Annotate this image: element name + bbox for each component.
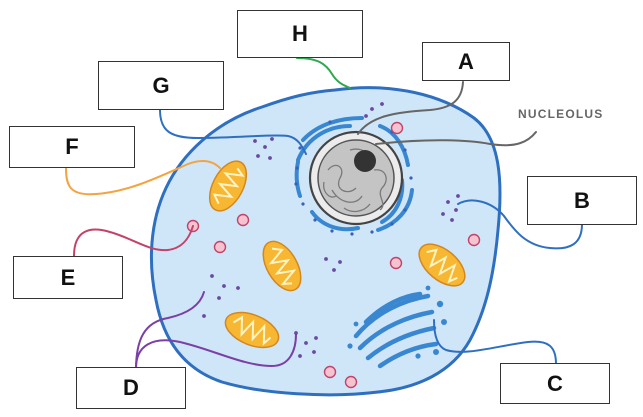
label-box-e: E bbox=[13, 256, 123, 299]
label-box-h: H bbox=[237, 10, 363, 58]
label-box-c: C bbox=[500, 363, 610, 404]
mitochondrion bbox=[262, 240, 302, 292]
mitochondrion bbox=[418, 243, 466, 287]
nucleolus bbox=[354, 150, 376, 172]
mitochondrion bbox=[224, 311, 280, 349]
free-ribosomes bbox=[202, 102, 460, 358]
label-box-f: F bbox=[9, 126, 135, 168]
label-box-b: B bbox=[527, 176, 637, 225]
leader-lines bbox=[65, 57, 583, 371]
leader-line-d-lower bbox=[135, 333, 297, 369]
label-box-a: A bbox=[422, 42, 510, 81]
lysosomes bbox=[186, 121, 481, 389]
leader-line-g bbox=[159, 109, 307, 155]
leader-line-d-upper bbox=[135, 291, 205, 371]
leader-line-b bbox=[457, 199, 583, 250]
leader-line-h bbox=[296, 57, 351, 89]
leader-line-f bbox=[65, 160, 221, 196]
label-box-d: D bbox=[76, 367, 186, 409]
leader-line-c bbox=[433, 319, 557, 365]
label-box-g: G bbox=[98, 61, 224, 110]
mitochondria bbox=[208, 160, 466, 349]
mitochondrion bbox=[208, 160, 248, 212]
leader-line-nucleolus bbox=[375, 131, 537, 147]
golgi-vesicles bbox=[347, 285, 447, 359]
leader-line-a bbox=[357, 81, 464, 135]
golgi-apparatus bbox=[353, 291, 439, 369]
leader-line-e bbox=[73, 225, 194, 257]
nucleolus-label: NUCLEOLUS bbox=[518, 107, 604, 121]
